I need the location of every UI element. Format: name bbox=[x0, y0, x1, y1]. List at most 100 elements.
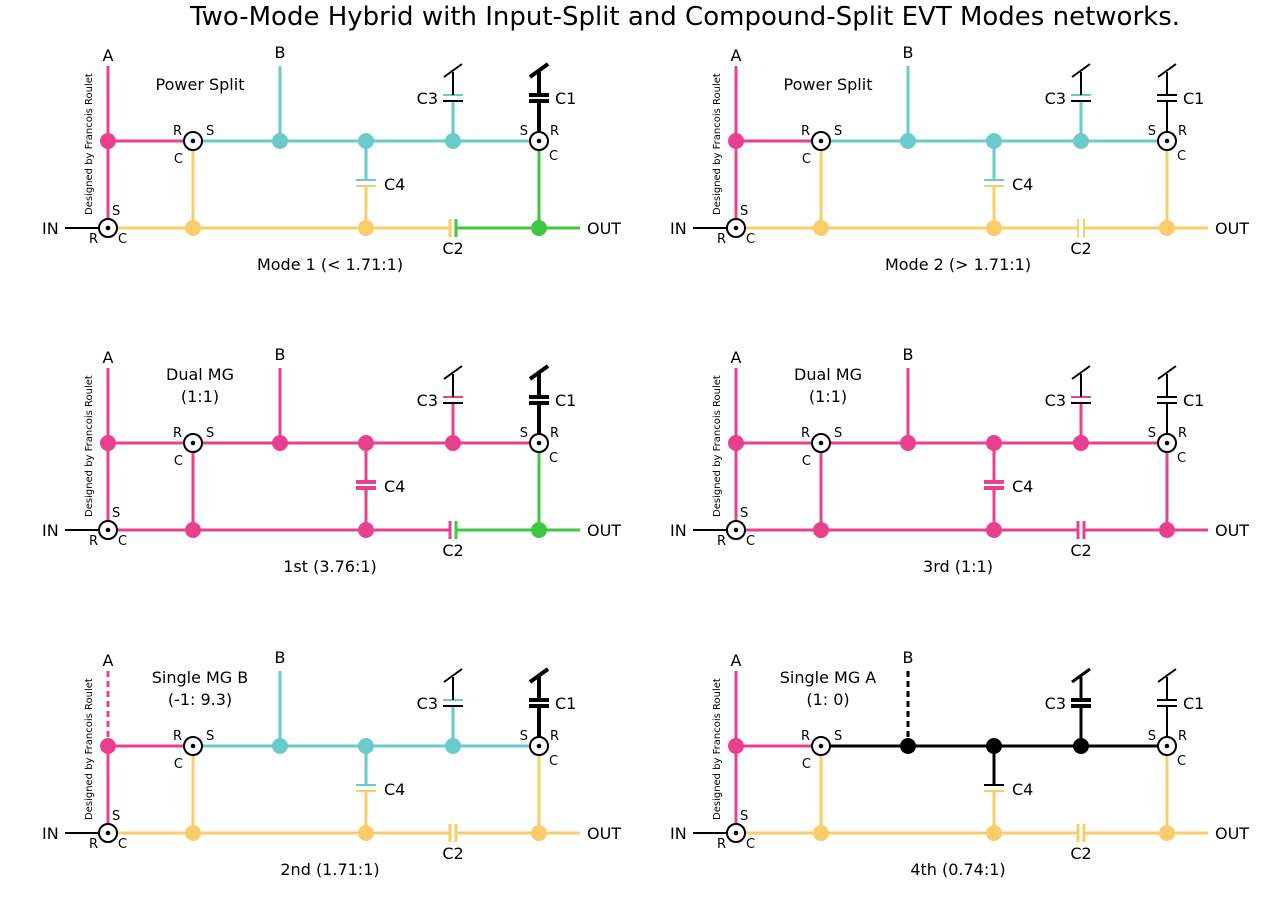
gear1-s: S bbox=[834, 729, 842, 744]
gear2-s: S bbox=[1148, 729, 1156, 744]
designer-credit: Designed by Francois Roulet bbox=[84, 678, 95, 820]
label-c2: C2 bbox=[1070, 541, 1091, 560]
input-gear-center bbox=[105, 830, 111, 836]
gear2-r: R bbox=[550, 729, 559, 744]
panel-caption: 1st (3.76:1) bbox=[283, 557, 377, 576]
node-c3-top bbox=[1073, 738, 1089, 754]
panel-title: Dual MG bbox=[794, 365, 862, 384]
designer-credit: Designed by Francois Roulet bbox=[712, 73, 723, 215]
node-output bbox=[531, 220, 547, 236]
c3-ground-mark bbox=[1071, 63, 1091, 78]
label-b: B bbox=[275, 43, 286, 62]
c1-ground-mark bbox=[1157, 365, 1177, 380]
label-in: IN bbox=[670, 219, 687, 238]
node-output bbox=[1159, 522, 1175, 538]
designer-credit: Designed by Francois Roulet bbox=[84, 375, 95, 517]
label-c3: C3 bbox=[1045, 694, 1066, 713]
panel-title: Single MG A bbox=[780, 668, 877, 687]
input-gear-s: S bbox=[740, 506, 748, 521]
panel-caption: 3rd (1:1) bbox=[923, 557, 993, 576]
input-gear-s: S bbox=[740, 204, 748, 219]
panel-title: (1: 0) bbox=[806, 690, 849, 709]
label-out: OUT bbox=[587, 521, 621, 540]
gear-1-center bbox=[190, 743, 196, 749]
label-c2: C2 bbox=[1070, 239, 1091, 258]
input-gear-c: C bbox=[118, 232, 127, 247]
input-gear-r: R bbox=[89, 534, 98, 549]
input-gear-s: S bbox=[740, 809, 748, 824]
node-a bbox=[728, 133, 744, 149]
c1-ground-mark bbox=[528, 62, 550, 79]
input-gear-r: R bbox=[717, 837, 726, 852]
gear2-s: S bbox=[520, 729, 528, 744]
panel-caption: Mode 2 (> 1.71:1) bbox=[885, 255, 1031, 274]
gear2-r: R bbox=[1178, 729, 1187, 744]
panel-title: Single MG B bbox=[152, 668, 249, 687]
gear1-r: R bbox=[801, 426, 810, 441]
label-b: B bbox=[903, 43, 914, 62]
gear-2-center bbox=[536, 138, 542, 144]
gear2-c: C bbox=[1177, 754, 1186, 769]
node-c3-top bbox=[1073, 133, 1089, 149]
node-b bbox=[272, 738, 288, 754]
panel-title: (1:1) bbox=[809, 387, 847, 406]
node-a bbox=[728, 738, 744, 754]
panel-second: Single MG B (-1: 9.3) Designed by Francois… bbox=[42, 648, 621, 879]
label-a: A bbox=[103, 348, 114, 367]
node-c4-bottom bbox=[986, 522, 1002, 538]
gear1-c: C bbox=[802, 757, 811, 772]
node-c4-bottom bbox=[986, 825, 1002, 841]
label-c2: C2 bbox=[442, 541, 463, 560]
label-in: IN bbox=[42, 824, 59, 843]
panel-third: Dual MG(1:1)Designed by Francois RouletA… bbox=[670, 345, 1249, 576]
input-gear-s: S bbox=[112, 809, 120, 824]
label-c4: C4 bbox=[384, 477, 405, 496]
gear2-c: C bbox=[1177, 149, 1186, 164]
node-c4-bottom bbox=[358, 220, 374, 236]
node-c3-top bbox=[445, 133, 461, 149]
label-c4: C4 bbox=[384, 175, 405, 194]
node-a bbox=[728, 435, 744, 451]
gear2-c: C bbox=[549, 754, 558, 769]
node-a bbox=[100, 435, 116, 451]
c1-ground-mark bbox=[1157, 668, 1177, 683]
gear2-s: S bbox=[1148, 426, 1156, 441]
label-c1: C1 bbox=[1183, 89, 1204, 108]
label-out: OUT bbox=[1215, 219, 1249, 238]
gear1-s: S bbox=[206, 729, 214, 744]
node-b bbox=[900, 133, 916, 149]
node-output bbox=[531, 522, 547, 538]
c1-ground-mark bbox=[528, 364, 550, 381]
label-c3: C3 bbox=[417, 694, 438, 713]
node-b bbox=[272, 133, 288, 149]
label-c3: C3 bbox=[1045, 391, 1066, 410]
input-gear-c: C bbox=[746, 837, 755, 852]
gear2-s: S bbox=[1148, 124, 1156, 139]
gear-2-center bbox=[1164, 138, 1170, 144]
c1-ground-mark bbox=[1157, 63, 1177, 78]
gear2-s: S bbox=[520, 124, 528, 139]
label-in: IN bbox=[42, 219, 59, 238]
gear1-s: S bbox=[834, 426, 842, 441]
label-c4: C4 bbox=[1012, 477, 1033, 496]
input-gear-c: C bbox=[746, 232, 755, 247]
gear2-r: R bbox=[550, 124, 559, 139]
gear1-s: S bbox=[834, 124, 842, 139]
gear1-s: S bbox=[206, 124, 214, 139]
label-c2: C2 bbox=[1070, 844, 1091, 863]
input-gear-r: R bbox=[717, 232, 726, 247]
label-c1: C1 bbox=[1183, 694, 1204, 713]
c3-ground-mark bbox=[443, 365, 463, 380]
input-gear-c: C bbox=[118, 837, 127, 852]
panel-title: (-1: 9.3) bbox=[168, 690, 232, 709]
label-c1: C1 bbox=[555, 89, 576, 108]
c3-ground-mark bbox=[1071, 667, 1091, 684]
node-b bbox=[900, 435, 916, 451]
label-c1: C1 bbox=[1183, 391, 1204, 410]
c1-ground-mark bbox=[528, 667, 550, 684]
input-gear-s: S bbox=[112, 204, 120, 219]
input-gear-center bbox=[733, 830, 739, 836]
node-gear1-bottom bbox=[813, 522, 829, 538]
